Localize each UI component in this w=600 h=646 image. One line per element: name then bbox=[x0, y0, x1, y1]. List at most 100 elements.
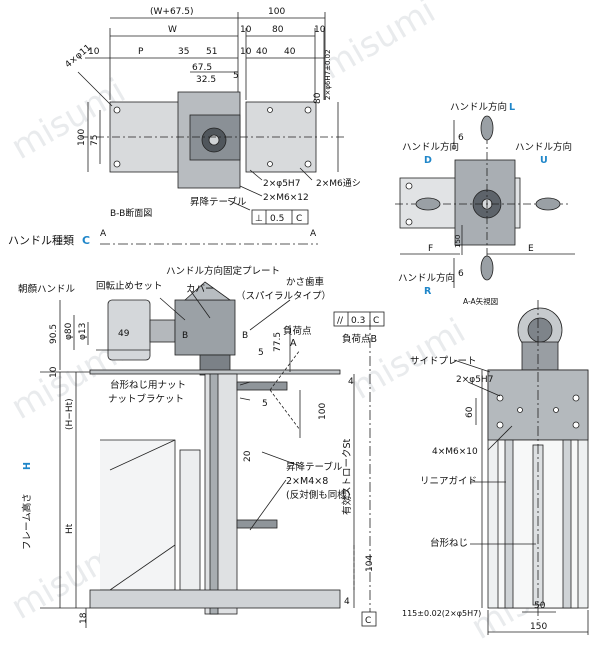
dim-6: 6 bbox=[458, 269, 464, 279]
dim-ht: Ht bbox=[65, 523, 75, 534]
handle-dir-r-code: R bbox=[424, 286, 432, 297]
handle-type-label: ハンドル種類 bbox=[8, 233, 74, 247]
dim-49: 49 bbox=[118, 329, 130, 339]
dim-80: 80 bbox=[272, 25, 284, 35]
label-frame-height-h: H bbox=[22, 462, 33, 470]
front-view-text: ハンドル方向固定プレート かさ歯車 （スパイラルタイプ） 朝顔ハンドル 回転止め… bbox=[18, 265, 385, 626]
dim-150: 150 bbox=[454, 235, 462, 248]
dim-150: 150 bbox=[530, 622, 547, 632]
dim-w: W bbox=[168, 25, 177, 35]
label-lift-table: 昇降テーブル bbox=[286, 461, 343, 473]
label-trapezoid-screw: 台形ねじ bbox=[430, 537, 468, 549]
handle-dir-l-label: ハンドル方向 bbox=[450, 101, 507, 113]
dim-100-v: 100 bbox=[77, 129, 87, 146]
dim-p: P bbox=[138, 47, 144, 57]
handle-dir-d-code: D bbox=[424, 155, 432, 166]
dim-5: 5 bbox=[262, 399, 268, 409]
handle-dir-u-code: U bbox=[540, 155, 548, 166]
dim-10: 10 bbox=[88, 47, 100, 57]
label-effective-stroke: 有効ストロークSt bbox=[341, 438, 353, 515]
dim-60: 60 bbox=[465, 406, 475, 418]
handle-dir-l-code: L bbox=[509, 102, 515, 113]
callout-m6x12: 2×M6×12 bbox=[263, 193, 309, 203]
label-nut-bracket: ナットブラケット bbox=[108, 393, 184, 405]
dim-5: 5 bbox=[258, 348, 264, 358]
side-view bbox=[453, 300, 589, 635]
label-spiral: （スパイラルタイプ） bbox=[236, 290, 331, 302]
label-bevel-gear: かさ歯車 bbox=[286, 276, 325, 288]
label-load-point-b: 負荷点B bbox=[342, 333, 377, 345]
dim-32-5: 32.5 bbox=[196, 75, 216, 85]
dim-104: 104 bbox=[365, 555, 375, 572]
view-title: A-A矢視図 bbox=[463, 296, 498, 306]
dim-6: 6 bbox=[458, 133, 464, 143]
top-view bbox=[77, 12, 345, 211]
label-m6x10: 4×M6×10 bbox=[432, 447, 478, 457]
dim-115: 115±0.02(2×φ5H7) bbox=[402, 609, 481, 618]
label-linear-guide: リニアガイド bbox=[420, 476, 477, 487]
parallelism-frame: // 0.3 C bbox=[333, 311, 385, 327]
perpendicularity-frame: ⊥ 0.5 C bbox=[251, 209, 309, 225]
label-opposite-side: (反対側も同様) bbox=[286, 489, 350, 501]
dim-f: F bbox=[428, 244, 433, 254]
front-view bbox=[40, 281, 377, 628]
label-cover: カバー bbox=[186, 284, 215, 295]
dim-77-5: 77.5 bbox=[273, 332, 283, 352]
section-mark-a: A bbox=[310, 229, 317, 239]
label-side-phi5: 2×φ5H7 bbox=[456, 375, 493, 385]
dim-40: 40 bbox=[284, 47, 296, 57]
dim-50: 50 bbox=[534, 601, 546, 611]
label-load-point-a: A bbox=[290, 338, 297, 349]
section-title: B-B断面図 bbox=[110, 207, 152, 219]
dim-18: 18 bbox=[79, 612, 89, 624]
label-trapezoid-nut: 台形ねじ用ナット bbox=[110, 379, 186, 391]
label-morning-glory-handle: 朝顔ハンドル bbox=[18, 283, 76, 295]
dim-phi80: φ80 bbox=[64, 322, 74, 340]
callout-phi5: 2×φ5H7 bbox=[263, 179, 300, 189]
watermark: misumi bbox=[315, 0, 443, 88]
handle-type-code: C bbox=[82, 234, 90, 247]
label-m4x8: 2×M4×8 bbox=[286, 476, 328, 487]
dim-4: 4 bbox=[344, 597, 350, 607]
handle-view-text: ハンドル方向 L ハンドル方向 D ハンドル方向 U ハンドル方向 R 6 F … bbox=[398, 101, 572, 306]
label-handle-plate: ハンドル方向固定プレート bbox=[166, 265, 280, 277]
dim-5: 5 bbox=[233, 71, 239, 81]
svg-text:0.3: 0.3 bbox=[351, 316, 365, 326]
side-view-text: サイドプレート 2×φ5H7 4×M6×10 リニアガイド 台形ねじ 60 50… bbox=[402, 356, 547, 632]
dim-80-v: 80 bbox=[313, 92, 323, 104]
svg-text:0.5: 0.5 bbox=[270, 214, 284, 224]
dim-35: 35 bbox=[178, 47, 189, 57]
dim-75-v: 75 bbox=[90, 135, 100, 146]
handle-dir-r-label: ハンドル方向 bbox=[398, 272, 455, 284]
handle-dir-u-label: ハンドル方向 bbox=[515, 141, 572, 153]
dim-100-v: 100 bbox=[318, 403, 328, 420]
dim-10: 10 bbox=[240, 47, 252, 57]
section-mark-b: B bbox=[182, 331, 188, 341]
svg-text:C: C bbox=[296, 214, 302, 224]
dim-4: 4 bbox=[348, 377, 354, 387]
dim-10: 10 bbox=[314, 25, 326, 35]
dim-20: 20 bbox=[243, 450, 253, 462]
section-mark-b: B bbox=[242, 331, 248, 341]
label-load-point: 負荷点 bbox=[283, 325, 312, 337]
dim-h-minus-ht: (H−Ht) bbox=[65, 398, 75, 430]
lift-table-label: 昇降テーブル bbox=[190, 196, 247, 208]
dim-w-plus: (W+67.5) bbox=[150, 7, 194, 17]
dim-100: 100 bbox=[268, 7, 285, 17]
label-frame-height: フレーム高さ bbox=[21, 493, 33, 550]
top-view-text: (W+67.5) 100 W 10 80 10 10 P 35 51 10 40… bbox=[64, 7, 361, 225]
datum-mark-c: C bbox=[365, 616, 371, 626]
dim-10: 10 bbox=[240, 25, 252, 35]
dim-phi13: φ13 bbox=[78, 323, 88, 340]
section-mark-a: A bbox=[100, 229, 107, 239]
dim-phi6: 2×φ6H7±0.02 bbox=[324, 49, 332, 100]
dim-10: 10 bbox=[49, 366, 59, 378]
dim-67-5: 67.5 bbox=[192, 63, 212, 73]
label-side-plate: サイドプレート bbox=[410, 356, 477, 367]
svg-text:⊥: ⊥ bbox=[255, 214, 263, 224]
dim-51: 51 bbox=[206, 47, 217, 57]
dim-e: E bbox=[528, 244, 534, 254]
handle-dir-d-label: ハンドル方向 bbox=[402, 141, 459, 153]
